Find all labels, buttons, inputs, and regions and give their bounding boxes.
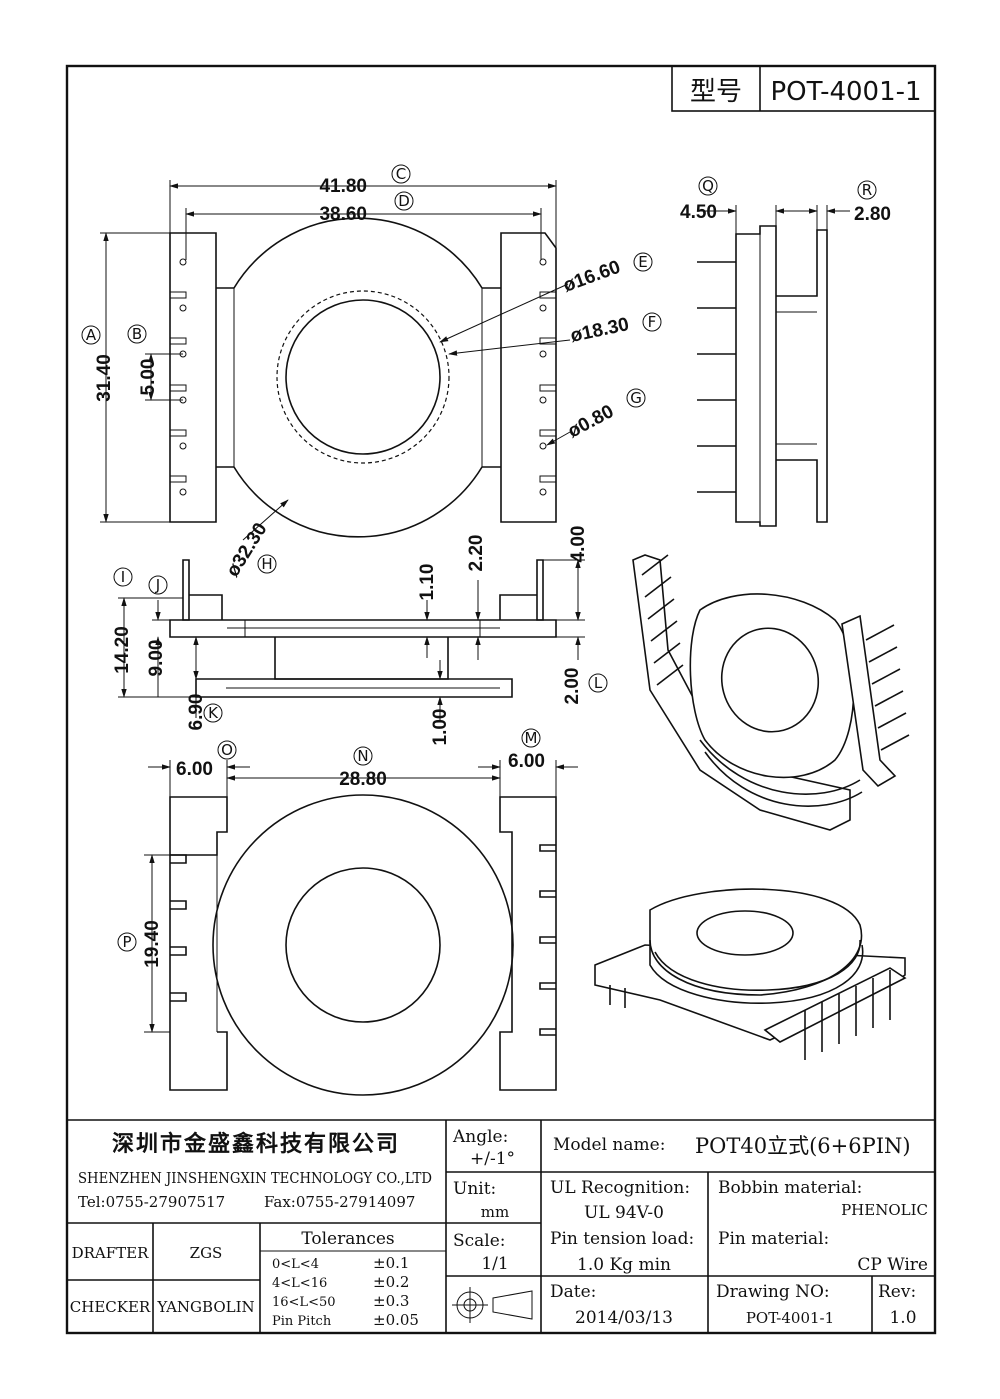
tolerance-range: Pin Pitch — [272, 1314, 332, 1329]
front-view: 14.20 I 9.00 J 6.90 K 1.10 2.20 4.00 2.0… — [112, 526, 608, 746]
pin-tension-value: 1.0 Kg min — [577, 1255, 671, 1275]
dim-m-value: 6.00 — [508, 751, 545, 772]
drawing-no-value: POT-4001-1 — [746, 1309, 834, 1327]
dim-q-value: 4.50 — [680, 202, 717, 223]
rev-label: Rev: — [878, 1282, 916, 1302]
dim-o-ref: O — [221, 741, 233, 759]
ul-recognition-value: UL 94V-0 — [584, 1203, 664, 1223]
dim-j-ref: J — [155, 576, 160, 594]
model-name-label: Model name: — [553, 1135, 665, 1155]
bobbin-material-value: PHENOLIC — [841, 1201, 928, 1219]
dim-d-value: 38.60 — [319, 204, 367, 225]
angle-value: +/-1° — [470, 1149, 515, 1169]
isometric-view-vertical — [632, 554, 910, 831]
dim-a-value: 31.40 — [94, 354, 115, 402]
dim-g-value: ø0.80 — [564, 401, 617, 442]
projection-symbol-icon — [452, 1287, 533, 1323]
tolerance-range: 4<L<16 — [272, 1276, 327, 1291]
dim-r-ref: R — [862, 181, 872, 199]
dim-j-value: 9.00 — [146, 640, 167, 677]
side-view: 4.50 Q 2.80 R — [680, 176, 891, 527]
dim-l-ref: L — [594, 674, 603, 692]
dim-n-ref: N — [357, 747, 368, 765]
dim-c-value: 41.80 — [319, 176, 367, 197]
dim-r-value: 2.80 — [854, 204, 891, 225]
top-view: 41.80 C 38.60 D 31.40 A 5.00 B ø16.60 E … — [81, 164, 662, 581]
company-name-en: SHENZHEN JINSHENGXIN TECHNOLOGY CO.,LTD — [78, 1169, 432, 1187]
pin-material-value: CP Wire — [857, 1255, 928, 1275]
drawing-border — [65, 64, 937, 1335]
tolerance-value: ±0.1 — [373, 1254, 409, 1272]
dim-c-ref: C — [396, 165, 406, 183]
dim-b-ref: B — [132, 325, 142, 343]
tolerance-range: 16<L<50 — [272, 1295, 336, 1310]
pin-tension-label: Pin tension load: — [550, 1229, 694, 1249]
dim-h-ref: H — [261, 555, 272, 573]
unit-label: Unit: — [453, 1179, 496, 1199]
dim-a-ref: A — [86, 326, 97, 344]
rev-value: 1.0 — [889, 1308, 916, 1328]
pin-material-label: Pin material: — [718, 1229, 829, 1249]
dim-l-value: 2.00 — [562, 668, 583, 705]
dim-n-value: 28.80 — [339, 769, 387, 790]
tolerance-value: ±0.3 — [373, 1292, 409, 1310]
dim-o-value: 6.00 — [176, 759, 213, 780]
date-value: 2014/03/13 — [575, 1308, 673, 1328]
dim-f-value: ø18.30 — [569, 314, 631, 347]
model-name-value: POT40立式(6+6PIN) — [695, 1134, 911, 1158]
dim-k-ref: K — [208, 704, 219, 722]
dim-p-ref: P — [122, 933, 131, 951]
checker-label: CHECKER — [70, 1298, 151, 1316]
model-value: POT-4001-1 — [770, 77, 921, 107]
dim-e-ref: E — [638, 253, 647, 271]
tolerance-range: 0<L<4 — [272, 1257, 319, 1272]
dim-e-value: ø16.60 — [561, 257, 624, 297]
tolerances-title: Tolerances — [301, 1229, 394, 1249]
tolerance-value: ±0.2 — [373, 1273, 409, 1291]
title-block: 深圳市金盛鑫科技有限公司 SHENZHEN JINSHENGXIN TECHNO… — [67, 1119, 935, 1333]
dim-f-ref: F — [648, 313, 657, 331]
checker-value: YANGBOLIN — [156, 1298, 254, 1316]
dim-220-value: 2.20 — [466, 535, 487, 572]
drawing-no-label: Drawing NO: — [716, 1282, 830, 1302]
dim-p-value: 19.40 — [142, 920, 163, 968]
dim-g-ref: G — [630, 389, 642, 407]
dim-100-value: 1.00 — [430, 709, 451, 746]
drafter-label: DRAFTER — [72, 1244, 150, 1262]
angle-label: Angle: — [452, 1127, 508, 1147]
company-name-cn: 深圳市金盛鑫科技有限公司 — [112, 1131, 400, 1157]
isometric-view-horizontal — [594, 888, 907, 1060]
date-label: Date: — [550, 1282, 596, 1302]
company-fax: Fax:0755-27914097 — [264, 1193, 415, 1211]
dim-i-ref: I — [121, 568, 125, 586]
ul-recognition-label: UL Recognition: — [550, 1178, 690, 1198]
dim-q-ref: Q — [702, 177, 714, 195]
dim-b-value: 5.00 — [138, 359, 159, 396]
model-header: 型号 POT-4001-1 — [671, 65, 936, 112]
bottom-view: 6.00 O 28.80 N 6.00 M 19.40 P — [117, 728, 578, 1096]
dim-k-value: 6.90 — [186, 694, 207, 731]
scale-label: Scale: — [453, 1231, 506, 1251]
dim-i-value: 14.20 — [112, 626, 133, 674]
company-tel: Tel:0755-27907517 — [78, 1193, 225, 1211]
dim-110-value: 1.10 — [417, 564, 438, 601]
model-label: 型号 — [690, 77, 742, 107]
scale-value: 1/1 — [481, 1254, 508, 1274]
dim-m-ref: M — [525, 729, 538, 747]
tolerance-value: ±0.05 — [373, 1311, 419, 1329]
dim-400-value: 4.00 — [568, 526, 589, 563]
dim-d-ref: D — [398, 192, 410, 210]
drafter-value: ZGS — [190, 1244, 223, 1262]
bobbin-material-label: Bobbin material: — [718, 1178, 862, 1198]
unit-value: mm — [481, 1203, 509, 1221]
tolerance-table: 0<L<4 ±0.1 4<L<16 ±0.2 16<L<50 ±0.3 Pin … — [272, 1254, 419, 1329]
